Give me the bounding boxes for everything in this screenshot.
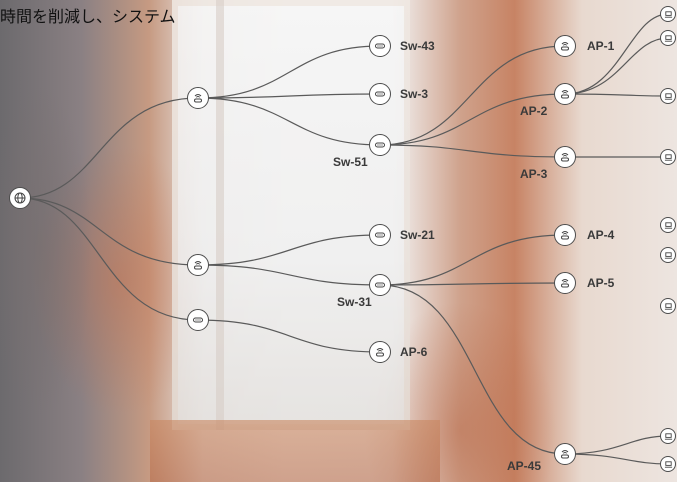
link-router1-sw51 bbox=[197, 97, 381, 146]
page-heading: 時間を削減し、システム bbox=[0, 7, 176, 26]
laptop-icon[interactable] bbox=[660, 30, 676, 46]
link-ap2-dev1 bbox=[564, 13, 669, 95]
link-ap45-dev2 bbox=[564, 453, 669, 465]
link-root-router3 bbox=[19, 197, 199, 321]
node-label-ap3: AP-3 bbox=[520, 167, 548, 181]
background-window-frame bbox=[216, 0, 224, 430]
node-label-sw31: Sw-31 bbox=[337, 295, 372, 309]
link-root-router1 bbox=[19, 97, 199, 199]
laptop-icon[interactable] bbox=[660, 88, 676, 104]
node-label-ap4: AP-4 bbox=[587, 228, 615, 242]
link-ap2-dev3 bbox=[564, 93, 669, 97]
link-sw31-ap45 bbox=[379, 284, 566, 455]
node-label-sw43: Sw-43 bbox=[400, 39, 435, 53]
link-router2-sw21 bbox=[197, 234, 381, 266]
link-sw51-ap1 bbox=[379, 45, 566, 146]
node-label-ap6: AP-6 bbox=[400, 345, 428, 359]
laptop-icon[interactable] bbox=[660, 247, 676, 263]
link-sw51-ap3 bbox=[379, 144, 566, 158]
switch-icon[interactable] bbox=[187, 309, 209, 331]
access-point-icon[interactable] bbox=[554, 146, 576, 168]
laptop-icon[interactable] bbox=[660, 428, 676, 444]
laptop-icon[interactable] bbox=[660, 298, 676, 314]
laptop-icon[interactable] bbox=[660, 6, 676, 22]
link-ap2-dev2 bbox=[564, 37, 669, 95]
laptop-icon[interactable] bbox=[660, 456, 676, 472]
access-point-icon[interactable] bbox=[554, 224, 576, 246]
router-icon[interactable] bbox=[187, 87, 209, 109]
switch-icon[interactable] bbox=[369, 35, 391, 57]
node-label-sw51: Sw-51 bbox=[333, 155, 368, 169]
switch-icon[interactable] bbox=[369, 224, 391, 246]
background-sill bbox=[150, 420, 440, 482]
switch-icon[interactable] bbox=[369, 83, 391, 105]
access-point-icon[interactable] bbox=[554, 83, 576, 105]
node-label-sw21: Sw-21 bbox=[400, 228, 435, 242]
link-root-router2 bbox=[19, 197, 199, 266]
node-label-ap1: AP-1 bbox=[587, 39, 615, 53]
switch-icon[interactable] bbox=[369, 134, 391, 156]
link-router1-sw3 bbox=[197, 93, 381, 99]
access-point-icon[interactable] bbox=[554, 272, 576, 294]
switch-icon[interactable] bbox=[369, 274, 391, 296]
link-router2-sw31 bbox=[197, 264, 381, 286]
access-point-icon[interactable] bbox=[369, 341, 391, 363]
link-sw51-ap2 bbox=[379, 93, 566, 146]
node-label-sw3: Sw-3 bbox=[400, 87, 429, 101]
link-router1-sw43 bbox=[197, 45, 381, 99]
laptop-icon[interactable] bbox=[660, 149, 676, 165]
link-sw31-ap5 bbox=[379, 282, 566, 286]
globe-icon[interactable] bbox=[9, 187, 31, 209]
node-label-ap2: AP-2 bbox=[520, 104, 548, 118]
link-ap45-dev1 bbox=[564, 435, 669, 455]
router-icon[interactable] bbox=[187, 254, 209, 276]
access-point-icon[interactable] bbox=[554, 35, 576, 57]
access-point-icon[interactable] bbox=[554, 443, 576, 465]
link-router3-ap6 bbox=[197, 319, 381, 353]
node-label-ap5: AP-5 bbox=[587, 276, 615, 290]
node-label-ap45: AP-45 bbox=[507, 459, 542, 473]
link-sw31-ap4 bbox=[379, 234, 566, 286]
laptop-icon[interactable] bbox=[660, 217, 676, 233]
